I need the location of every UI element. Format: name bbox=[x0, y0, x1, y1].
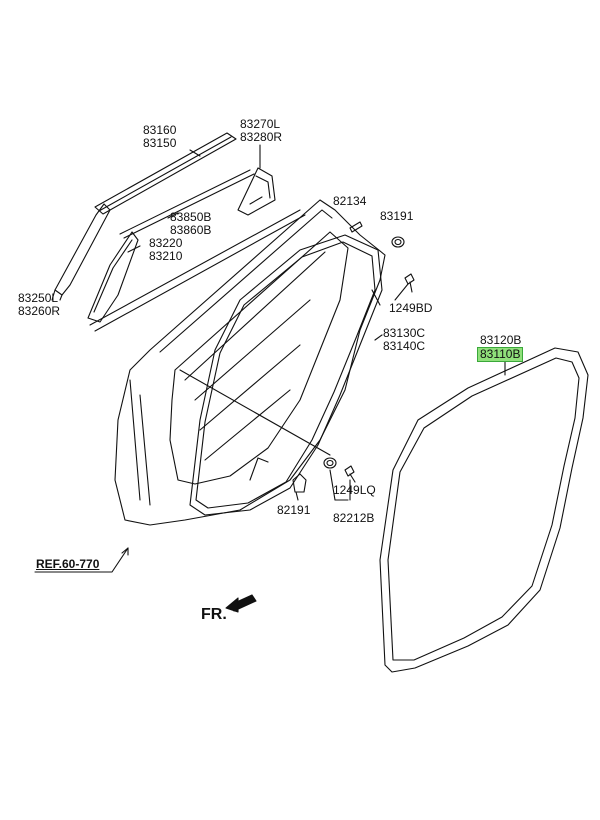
label-83191: 83191 bbox=[380, 210, 413, 223]
label-83270l-83280r: 83270L 83280R bbox=[240, 118, 282, 144]
corner-bracket-part bbox=[237, 167, 276, 216]
part-number-83110b-highlighted[interactable]: 83110B bbox=[477, 347, 524, 362]
part-number-82191: 82191 bbox=[277, 503, 311, 517]
grommet-82212b bbox=[323, 457, 337, 469]
part-number-83250l: 83250L bbox=[18, 291, 59, 305]
screw-1249lq bbox=[344, 465, 356, 483]
label-82191: 82191 bbox=[277, 504, 310, 517]
plug-82191 bbox=[292, 473, 307, 493]
door-panel-part bbox=[114, 199, 386, 526]
ref-leader bbox=[34, 547, 129, 573]
grommet-83191 bbox=[391, 236, 405, 248]
label-83130c-83140c: 83130C 83140C bbox=[383, 327, 425, 353]
belt-molding-part bbox=[94, 132, 237, 215]
part-number-83140c: 83140C bbox=[383, 339, 426, 353]
part-number-1249bd: 1249BD bbox=[389, 301, 433, 315]
door-weatherstrip-part bbox=[189, 234, 383, 516]
label-82212b: 82212B bbox=[333, 512, 374, 525]
part-number-82212b: 82212B bbox=[333, 511, 375, 525]
part-number-1249lq: 1249LQ bbox=[333, 483, 376, 497]
bolt-1249bd bbox=[404, 273, 415, 293]
part-number-83191: 83191 bbox=[380, 209, 414, 223]
reference-label[interactable]: REF.60-770 bbox=[36, 557, 100, 571]
lower-strip-part bbox=[89, 209, 306, 332]
label-83160-83150: 83160 83150 bbox=[143, 124, 176, 150]
front-strip-part bbox=[54, 203, 111, 296]
front-direction-label: FR. bbox=[201, 606, 227, 623]
quarter-glass-part bbox=[87, 231, 139, 323]
channel-strip-part bbox=[119, 169, 255, 239]
part-number-83130c: 83130C bbox=[383, 326, 426, 340]
part-number-83120b: 83120B bbox=[480, 333, 522, 347]
part-number-82134: 82134 bbox=[333, 194, 367, 208]
label-1249lq: 1249LQ bbox=[333, 484, 376, 497]
part-number-83260r: 83260R bbox=[18, 304, 61, 318]
label-83250l-83260r: 83250L 83260R bbox=[18, 292, 60, 318]
part-number-83150: 83150 bbox=[143, 136, 177, 150]
leader-83160 bbox=[189, 149, 201, 157]
label-1249bd: 1249BD bbox=[389, 302, 432, 315]
part-number-83210: 83210 bbox=[149, 249, 183, 263]
label-82134: 82134 bbox=[333, 195, 366, 208]
label-83850b-83860b: 83850B 83860B bbox=[170, 211, 211, 237]
label-83220-83210: 83220 83210 bbox=[149, 237, 182, 263]
part-number-83160: 83160 bbox=[143, 123, 177, 137]
body-weatherstrip-part bbox=[379, 347, 589, 673]
part-number-83850b: 83850B bbox=[170, 210, 212, 224]
part-number-83860b: 83860B bbox=[170, 223, 212, 237]
label-83120b-83110b: 83120B 83110B bbox=[477, 333, 524, 362]
part-number-83270l: 83270L bbox=[240, 117, 281, 131]
part-number-83280r: 83280R bbox=[240, 130, 283, 144]
clip-82134 bbox=[349, 221, 363, 233]
part-number-83220: 83220 bbox=[149, 236, 183, 250]
